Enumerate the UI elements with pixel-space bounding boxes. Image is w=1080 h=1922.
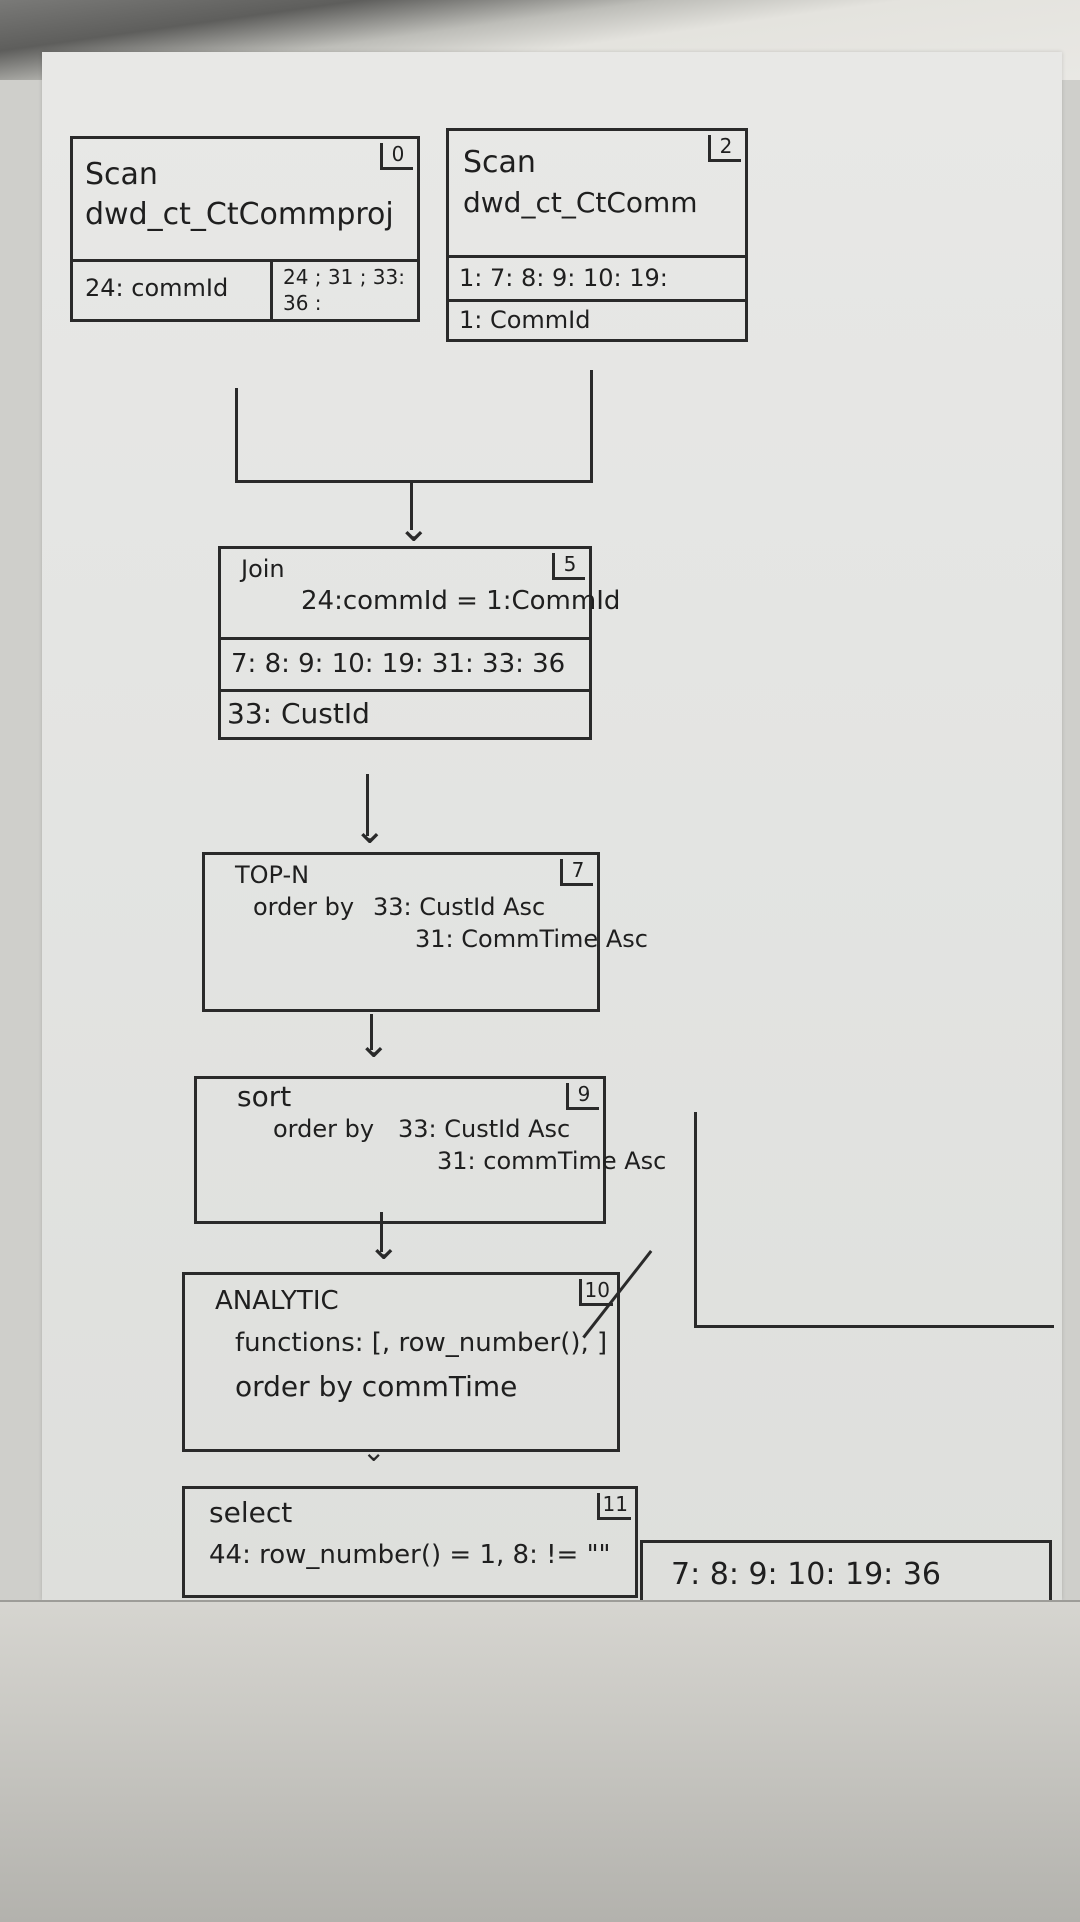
node-type: Scan (85, 157, 158, 192)
connector-left (235, 388, 238, 482)
node-type: Scan (463, 145, 536, 180)
arrow-down-icon: ⌄ (362, 1435, 386, 1468)
paper-sheet (42, 52, 1062, 1600)
side-connector-vertical (694, 1112, 697, 1326)
side-connector-horizontal (694, 1325, 1054, 1328)
topn-node-7: 7 TOP-N order by 33: CustId Asc 31: Comm… (202, 852, 648, 1012)
output-columns-line2: 36 : (283, 291, 322, 315)
key-column: 33: CustId (221, 689, 589, 737)
output-columns: 1: 7: 8: 9: 10: 19: (449, 255, 745, 299)
node-type: select (209, 1496, 293, 1529)
order-key-2: 31: CommTime Asc (415, 925, 648, 953)
node-type: TOP-N (235, 861, 310, 889)
node-type: Join (241, 555, 285, 583)
node-id-badge: 2 (708, 135, 741, 162)
arrow-down-icon: ⌄ (367, 1223, 401, 1269)
order-by-label: order by (273, 1115, 375, 1143)
output-columns: 7: 8: 9: 10: 19: 36 (671, 1557, 941, 1592)
order-key-1: 33: CustId Asc (373, 893, 546, 921)
node-type: sort (237, 1080, 292, 1113)
connector-down (410, 480, 413, 530)
analytic-order: order by commTime (235, 1370, 518, 1403)
connector-down (370, 1014, 373, 1050)
join-condition: 24:commId = 1:CommId (301, 586, 621, 616)
sort-node-9: 9 sort order by 33: CustId Asc 31: commT… (194, 1076, 667, 1224)
node-id-badge: 5 (552, 553, 585, 580)
join-node-5: 5 Join 24:commId = 1:CommId 7: 8: 9: 10:… (218, 546, 621, 740)
output-columns-box: 7: 8: 9: 10: 19: 36 (640, 1540, 1052, 1608)
analytic-functions: functions: [, row_number(), ] (235, 1328, 608, 1358)
key-column: 24: commId (73, 262, 273, 319)
connector-down (380, 1212, 383, 1252)
node-id-badge: 11 (596, 1493, 631, 1520)
connector-right (590, 370, 593, 482)
table-name: dwd_ct_CtCommproj (85, 197, 394, 232)
connector-down (366, 774, 369, 836)
node-type: ANALYTIC (215, 1286, 339, 1316)
arrow-down-icon: ⌄ (357, 1021, 391, 1067)
node-id-badge: 7 (560, 859, 593, 886)
node-id-badge: 10 (578, 1279, 613, 1306)
order-key-2: 31: commTime Asc (437, 1147, 667, 1175)
analytic-node-10: 10 ANALYTIC functions: [, row_number(), … (182, 1272, 620, 1452)
order-by-label: order by (253, 893, 355, 921)
scan-node-0: 0 Scan dwd_ct_CtCommproj 24: commId 24 ;… (70, 136, 420, 322)
key-column: 1: CommId (449, 299, 745, 339)
output-columns-line1: 24 ; 31 ; 33: (283, 265, 405, 289)
arrow-down-icon: ⌄ (397, 505, 431, 551)
output-columns: 7: 8: 9: 10: 19: 31: 33: 36 (221, 637, 589, 689)
select-node-11: 11 select 44: row_number() = 1, 8: != "" (182, 1486, 638, 1598)
arrow-down-icon: ⌄ (353, 807, 387, 853)
select-predicate: 44: row_number() = 1, 8: != "" (209, 1540, 611, 1570)
node-id-badge: 9 (566, 1083, 599, 1110)
table-name: dwd_ct_CtComm (463, 186, 698, 219)
order-key-1: 33: CustId Asc (398, 1115, 571, 1143)
connector-bottom (235, 480, 593, 483)
background-surface (0, 1600, 1080, 1922)
node-id-badge: 0 (380, 143, 413, 170)
scan-node-2: 2 Scan dwd_ct_CtComm 1: 7: 8: 9: 10: 19:… (446, 128, 748, 342)
